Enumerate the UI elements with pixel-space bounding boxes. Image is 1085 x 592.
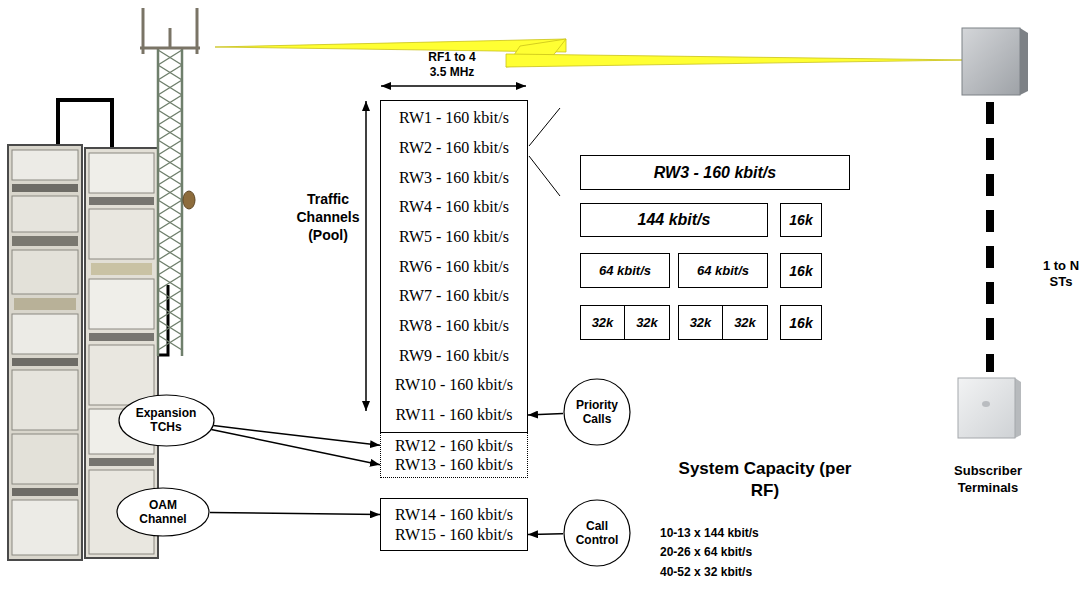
ellipse-shape (564, 500, 630, 566)
channel-box: 16k (780, 203, 822, 237)
channel-label: 64 kbit/s (697, 262, 749, 279)
channel-label: 16k (789, 211, 812, 229)
text-label: System Capacity (per RF) (665, 458, 865, 502)
channel-label: RW5 - 160 kbit/s (395, 222, 513, 252)
channel-label: RW11 - 160 kbit/s (395, 400, 513, 430)
channel-label: 32k (592, 314, 614, 331)
channel-box: 144 kbit/s (580, 203, 768, 237)
channel-label: 144 kbit/s (638, 210, 711, 230)
callout-text: Expansion TCHs (133, 406, 199, 434)
text-label: 40-52 x 32 kbit/s (660, 565, 752, 579)
ellipse-shape (564, 379, 630, 445)
zoom-line (529, 108, 560, 146)
text-group: RW14 - 160 kbit/sRW15 - 160 kbit/s (395, 505, 513, 545)
text-group: 32k (592, 314, 614, 331)
radio-link-bolt (215, 39, 968, 67)
channel-label: RW10 - 160 kbit/s (395, 370, 513, 400)
callout-ellipse: Call Control (563, 499, 631, 567)
channel-label: RW3 - 160 kbit/s (395, 163, 513, 193)
text-group: 32k (636, 314, 658, 331)
connector-arrow (210, 513, 380, 515)
zoom-line (529, 156, 560, 196)
ellipse-shape (119, 395, 214, 446)
text-group: 64 kbit/s (599, 262, 651, 279)
callout-ellipse: Priority Calls (563, 378, 631, 446)
text-group: 16k (789, 211, 812, 229)
text-group: 144 kbit/s (638, 210, 711, 230)
channel-label: RW3 - 160 kbit/s (654, 163, 776, 183)
channel-label: RW13 - 160 kbit/s (395, 455, 513, 475)
channel-box: 32k (722, 305, 768, 340)
channel-label: 32k (636, 314, 658, 331)
text-group: 64 kbit/s (697, 262, 749, 279)
channel-label: RW2 - 160 kbit/s (395, 133, 513, 163)
channel-label: RW7 - 160 kbit/s (395, 281, 513, 311)
callout-ellipse: Expansion TCHs (118, 394, 215, 447)
callout-text: Call Control (572, 519, 622, 547)
channel-box: RW14 - 160 kbit/sRW15 - 160 kbit/s (380, 498, 528, 551)
channel-label: 16k (789, 262, 812, 280)
channel-box: 64 kbit/s (580, 253, 670, 288)
channel-box: 32k (678, 305, 723, 340)
channel-label: RW6 - 160 kbit/s (395, 252, 513, 282)
text-group: 32k (734, 314, 756, 331)
text-group: Expansion TCHs (133, 406, 199, 434)
channel-label: 64 kbit/s (599, 262, 651, 279)
text-group: OAM Channel (133, 498, 193, 526)
channel-label: RW1 - 160 kbit/s (395, 103, 513, 133)
channel-label: RW8 - 160 kbit/s (395, 311, 513, 341)
text-group: Call Control (572, 519, 622, 547)
channel-label: RW4 - 160 kbit/s (395, 192, 513, 222)
channel-box: RW1 - 160 kbit/sRW2 - 160 kbit/sRW3 - 16… (380, 100, 528, 433)
antenna-tower (140, 8, 200, 356)
text-label: RF1 to 4 3.5 MHz (421, 50, 483, 80)
channel-box: 32k (624, 305, 670, 340)
text-group: Priority Calls (572, 398, 622, 426)
channel-label: RW14 - 160 kbit/s (395, 505, 513, 525)
connector-arrow (211, 430, 380, 465)
text-group: RW3 - 160 kbit/s (654, 163, 776, 183)
channel-label: 32k (690, 314, 712, 331)
connector-arrow (528, 414, 563, 416)
channel-label: RW9 - 160 kbit/s (395, 341, 513, 371)
callout-ellipse: OAM Channel (116, 487, 210, 537)
subscriber-link (986, 102, 994, 372)
channel-box: 16k (780, 253, 822, 288)
channel-box: RW3 - 160 kbit/s (580, 155, 850, 190)
channel-label: RW12 - 160 kbit/s (395, 436, 513, 456)
bandwidth-arrow (381, 85, 526, 87)
text-label: Traffic Channels (Pool) (292, 190, 364, 244)
subscriber-terminal (958, 28, 1028, 438)
channel-label: 32k (734, 314, 756, 331)
text-label: 10-13 x 144 kbit/s (660, 526, 759, 540)
text-group: RW12 - 160 kbit/sRW13 - 160 kbit/s (395, 436, 513, 475)
channel-box: 16k (780, 305, 822, 340)
pool-arrow (365, 101, 367, 411)
callout-text: Priority Calls (572, 398, 622, 426)
text-group: 32k (690, 314, 712, 331)
channel-box: 32k (580, 305, 625, 340)
channel-box: 64 kbit/s (678, 253, 768, 288)
text-group: RW1 - 160 kbit/sRW2 - 160 kbit/sRW3 - 16… (395, 103, 513, 430)
channel-label: RW15 - 160 kbit/s (395, 525, 513, 545)
channel-box: RW12 - 160 kbit/sRW13 - 160 kbit/s (380, 433, 528, 478)
connector-arrow (528, 533, 563, 535)
text-label: 20-26 x 64 kbit/s (660, 545, 752, 559)
callout-text: OAM Channel (133, 498, 193, 526)
text-label: 1 to N STs (1040, 258, 1082, 290)
text-group: 16k (789, 262, 812, 280)
text-label: Subscriber Terminals (935, 462, 1041, 496)
ellipse-shape (117, 488, 209, 536)
text-group: 16k (789, 314, 812, 332)
channel-label: 16k (789, 314, 812, 332)
